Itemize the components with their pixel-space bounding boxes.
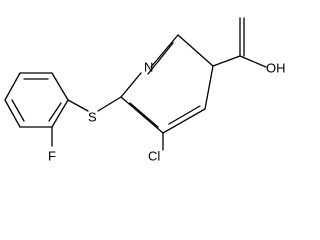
- s-right-bond: [97, 96, 122, 112]
- fluorophenyl-double-bond-2: [11, 99, 25, 122]
- pyridine-bond-1: [120, 72, 142, 98]
- fluorophenyl-bond-3: [51, 72, 69, 101]
- fluorophenyl-double-bond-3: [48, 102, 62, 122]
- nitrogen-label: N: [144, 59, 153, 74]
- pyridine-bond-4: [204, 65, 214, 110]
- sulfur-label: S: [88, 109, 97, 124]
- pyridine-double-bond-1: [147, 42, 174, 75]
- fluorophenyl-bond-1: [4, 72, 21, 101]
- pyridine-bond-2: [150, 34, 179, 68]
- fluorophenyl-ring: [4, 72, 69, 128]
- pyridine-double-bond-2: [168, 105, 201, 125]
- pyridine-ring: [120, 34, 214, 134]
- carboxylic-acid-group: [212, 17, 267, 68]
- acid-c-bond: [212, 55, 241, 67]
- acid-oh-bond: [239, 55, 267, 68]
- pyridine-double-bond-3: [129, 102, 159, 128]
- chemical-structure-canvas: N S F Cl OH: [4, 17, 286, 164]
- pyridine-bond-3: [177, 34, 214, 67]
- pyridine-bond-5: [162, 108, 206, 134]
- molecule-diagram: N S F Cl OH: [4, 17, 286, 163]
- hydroxyl-label: OH: [266, 60, 286, 75]
- fluorophenyl-bond-4: [51, 99, 69, 128]
- pyridine-bond-6: [120, 96, 164, 134]
- fluorine-label: F: [48, 148, 56, 163]
- fluorophenyl-bond-6: [4, 99, 21, 128]
- s-left-bond: [67, 99, 89, 112]
- chlorine-label: Cl: [148, 148, 160, 163]
